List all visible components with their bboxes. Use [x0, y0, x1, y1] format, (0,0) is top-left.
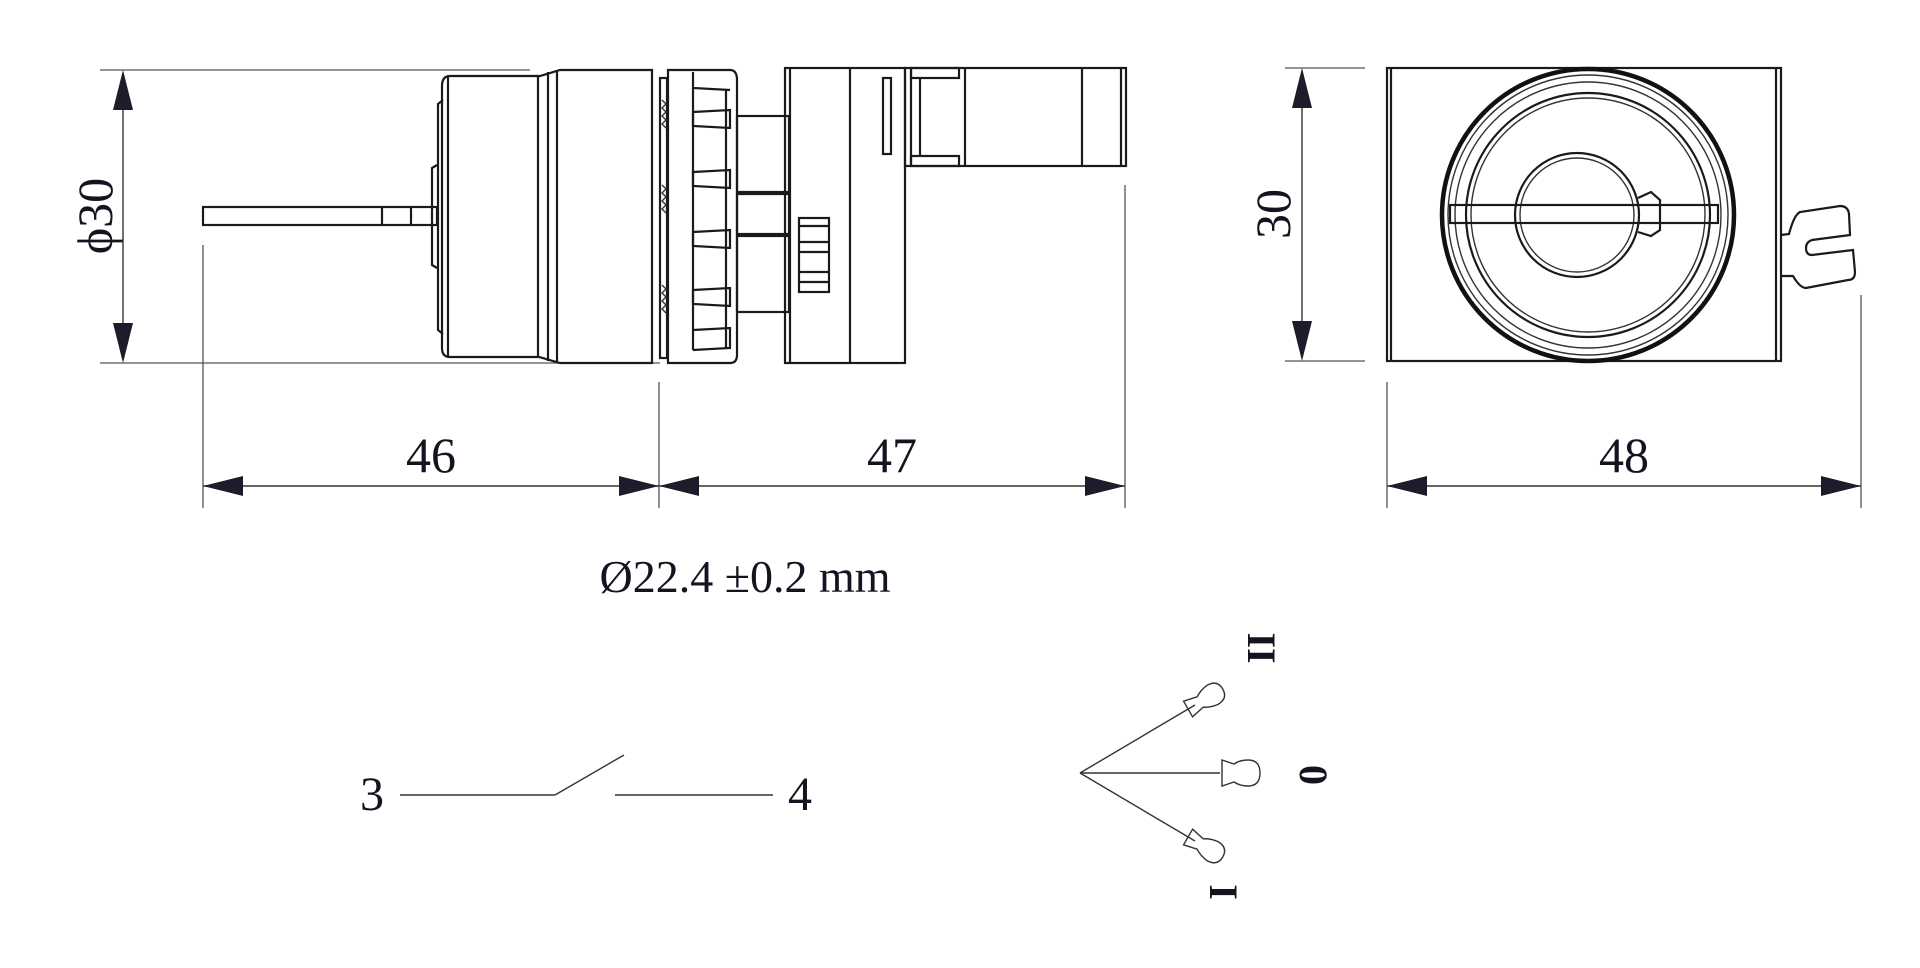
selector-position-symbol: II 0 I [1079, 632, 1336, 900]
terminal-3-label: 3 [360, 768, 384, 821]
bezel [666, 68, 739, 365]
contact-symbol: 3 4 [360, 754, 812, 821]
length-back-label: 47 [867, 427, 917, 483]
clip [881, 76, 893, 156]
handle-0-icon [1221, 759, 1261, 787]
adapter-upper [735, 114, 791, 194]
width-label: 48 [1599, 427, 1649, 483]
adapter-lower [735, 234, 791, 314]
arrow-left-icon [203, 476, 243, 496]
arrow-down-icon [1292, 321, 1312, 361]
terminal-block [903, 66, 1128, 168]
front-view: 30 48 [1245, 66, 1862, 508]
position-II-label: II [1239, 632, 1284, 663]
handle-I-icon [1182, 828, 1226, 864]
position-line-II [1079, 704, 1196, 774]
position-line-I [1079, 772, 1196, 842]
key-tab [1780, 204, 1857, 290]
contact-block [783, 66, 907, 365]
knob-outer-ring [1439, 66, 1737, 364]
adapter-middle [735, 192, 791, 236]
position-I-label: I [1201, 884, 1246, 900]
arrow-left-icon [1387, 476, 1427, 496]
arrow-right-icon [1821, 476, 1861, 496]
arrow-left-icon [659, 476, 699, 496]
lock-cylinder [1513, 151, 1641, 279]
handle-II-icon [1182, 682, 1226, 718]
height-label: 30 [1245, 189, 1301, 239]
shaft [201, 205, 439, 227]
housing-front [1385, 66, 1783, 363]
length-front-label: 46 [406, 427, 456, 483]
knob-handle [1448, 203, 1720, 225]
flange [430, 164, 438, 269]
arrow-down-icon [113, 323, 133, 363]
adjuster [797, 216, 831, 294]
arrow-up-icon [1292, 68, 1312, 108]
position-0-label: 0 [1291, 765, 1336, 785]
side-view: ϕ30 [67, 66, 1128, 508]
terminal-4-label: 4 [788, 768, 812, 821]
arrow-right-icon [619, 476, 659, 496]
knob-body [440, 68, 654, 365]
diameter-label: ϕ30 [67, 178, 123, 254]
arrow-up-icon [113, 70, 133, 110]
contact-blade [554, 754, 625, 796]
mounting-hole-note: Ø22.4 ±0.2 mm [599, 551, 890, 602]
arrow-right-icon [1085, 476, 1125, 496]
